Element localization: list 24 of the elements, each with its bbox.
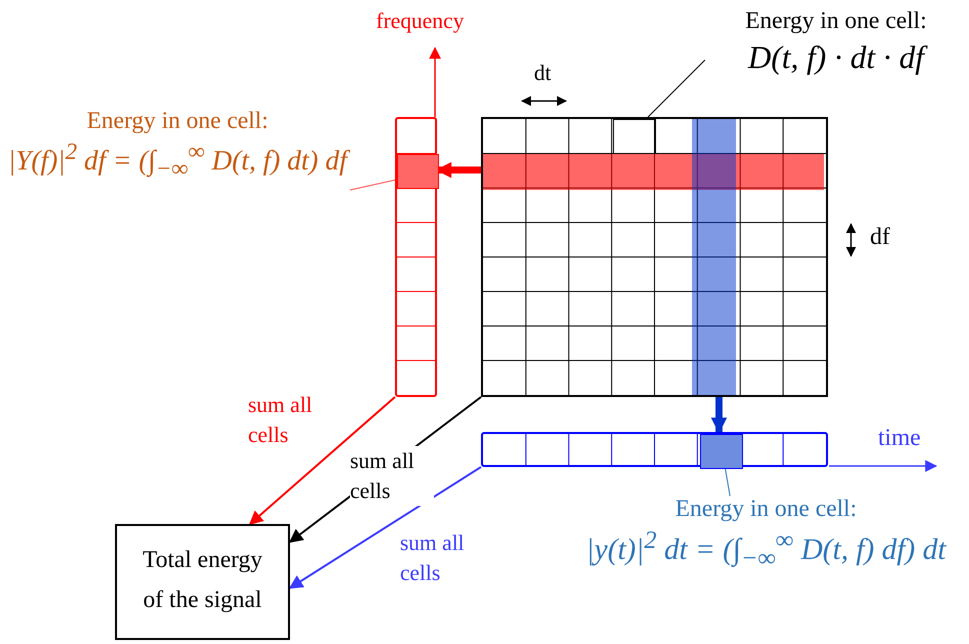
grid-cell: [613, 119, 656, 154]
arrow: [711, 397, 727, 434]
dimension-label: df: [870, 224, 890, 251]
frequency-strip: [395, 117, 437, 397]
edge-label: sum all cells: [350, 446, 434, 506]
axis-label: frequency: [376, 8, 464, 34]
arrow: [248, 396, 396, 525]
result-box: Total energy of the signal: [115, 524, 290, 640]
annotation-heading: Energy in one cell:: [674, 496, 858, 523]
time-strip: [481, 432, 828, 467]
axis-label: time: [878, 425, 921, 452]
formula: D(t, f) · dt · df: [705, 39, 967, 76]
spectrogram-grid: [481, 117, 828, 397]
annotation-heading: Energy in one cell:: [744, 8, 928, 35]
dimension-label: dt: [534, 60, 552, 86]
arrow: [288, 466, 482, 589]
leader-line: [350, 180, 396, 190]
formula: |Y(f)|$^{2}$ df = (∫$_{−∞}$$^{∞}$ D(t, f) dt) df: [5, 139, 350, 183]
leader-line: [648, 60, 706, 118]
leader-line: [724, 466, 730, 496]
highlighted-cell: [397, 154, 439, 189]
highlighted-cell: [700, 434, 743, 469]
annotation-heading: Energy in one cell:: [86, 108, 270, 135]
formula: |y(t)|$^{2}$ dt = (∫$_{−∞}$$^{∞}$ D(t, f) df) dt: [585, 527, 948, 573]
